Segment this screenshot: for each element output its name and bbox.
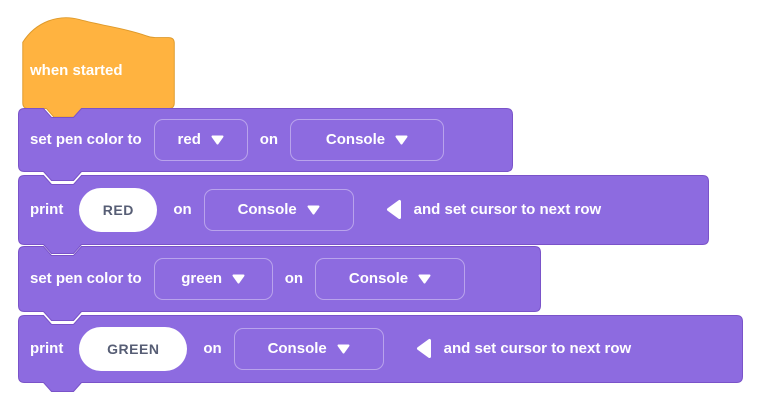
block-set-pen-color-red[interactable]: set pen color to red on Console — [18, 108, 513, 181]
console-dropdown[interactable]: Console — [203, 188, 354, 231]
block-text-suffix: and set cursor to next row — [443, 340, 632, 357]
pen-color-dropdown-value: red — [177, 131, 201, 148]
console-dropdown[interactable]: Console — [290, 118, 445, 161]
block-print-green[interactable]: print GREEN on Console and set cursor to… — [18, 315, 743, 392]
block-print-red[interactable]: print RED on Console and set cursor to n… — [18, 175, 709, 254]
console-dropdown-value: Console — [237, 201, 297, 218]
block-text: print — [30, 340, 64, 357]
dropdown-caret-icon — [232, 274, 245, 283]
dropdown-caret-icon — [307, 205, 320, 214]
block-text: set pen color to — [30, 131, 142, 148]
dropdown-caret-icon — [418, 274, 431, 283]
block-shape — [18, 315, 743, 392]
block-text: set pen color to — [30, 270, 142, 287]
dropdown-caret-icon — [211, 135, 224, 144]
collapse-left-arrow-icon[interactable] — [386, 199, 402, 220]
block-text-on: on — [259, 131, 279, 148]
pen-color-dropdown-value: green — [181, 270, 223, 287]
collapse-left-arrow-icon[interactable] — [416, 338, 432, 359]
block-text: print — [30, 201, 64, 218]
block-text-on: on — [173, 201, 192, 218]
block-shape — [18, 246, 541, 321]
print-value-input[interactable]: GREEN — [79, 326, 188, 371]
block-text-on: on — [284, 270, 304, 287]
block-set-pen-color-green[interactable]: set pen color to green on Console — [18, 246, 541, 321]
console-dropdown-value: Console — [348, 270, 409, 287]
hat-block-label: when started — [30, 62, 123, 79]
pen-color-dropdown[interactable]: green — [153, 257, 273, 300]
block-shape — [18, 108, 513, 181]
dropdown-caret-icon — [337, 344, 350, 353]
console-dropdown[interactable]: Console — [233, 327, 384, 370]
console-dropdown-value: Console — [267, 340, 327, 357]
print-value-input[interactable]: RED — [79, 187, 158, 232]
block-text-suffix: and set cursor to next row — [413, 201, 602, 218]
dropdown-caret-icon — [395, 135, 408, 144]
block-text-on: on — [203, 340, 222, 357]
pen-color-dropdown[interactable]: red — [153, 118, 248, 161]
console-dropdown[interactable]: Console — [315, 257, 466, 300]
console-dropdown-value: Console — [325, 131, 386, 148]
block-shape — [18, 175, 709, 254]
hat-block-when-started[interactable]: when started — [18, 12, 178, 118]
